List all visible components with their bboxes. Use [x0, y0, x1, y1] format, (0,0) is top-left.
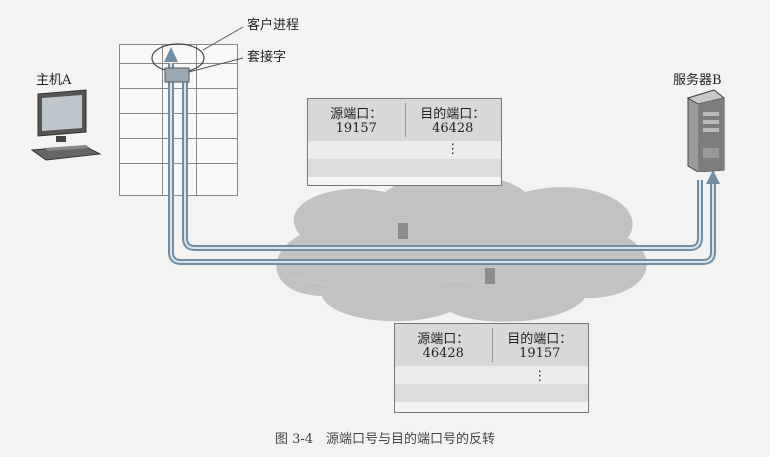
ellipsis: ⋮: [446, 142, 460, 157]
server-tower-icon: [686, 89, 726, 172]
ellipsis: ⋮: [533, 369, 547, 384]
dst-port-header: 目的端口：: [507, 332, 573, 347]
socket-label: 套接字: [247, 50, 287, 65]
figure-caption: 图 3-4 源端口号与目的端口号的反转: [274, 432, 496, 447]
src-port-value: 19157: [335, 121, 377, 136]
desktop-computer-icon: [30, 89, 102, 161]
segment-bottom: 源端口： 目的端口： 46428 19157 ⋮: [394, 323, 589, 413]
dst-port-value: 46428: [432, 121, 474, 136]
dst-port-header: 目的端口：: [420, 107, 486, 122]
server-b-label: 服务器B: [673, 73, 722, 88]
src-port-value: 46428: [422, 346, 464, 361]
segment-top: 源端口： 目的端口： 19157 46428 ⋮: [307, 98, 502, 186]
src-port-header: 源端口：: [417, 332, 470, 347]
host-a-label: 主机A: [36, 73, 72, 88]
dst-port-value: 19157: [519, 346, 561, 361]
client-process-label: 客户进程: [247, 18, 300, 33]
src-port-header: 源端口：: [330, 107, 383, 122]
